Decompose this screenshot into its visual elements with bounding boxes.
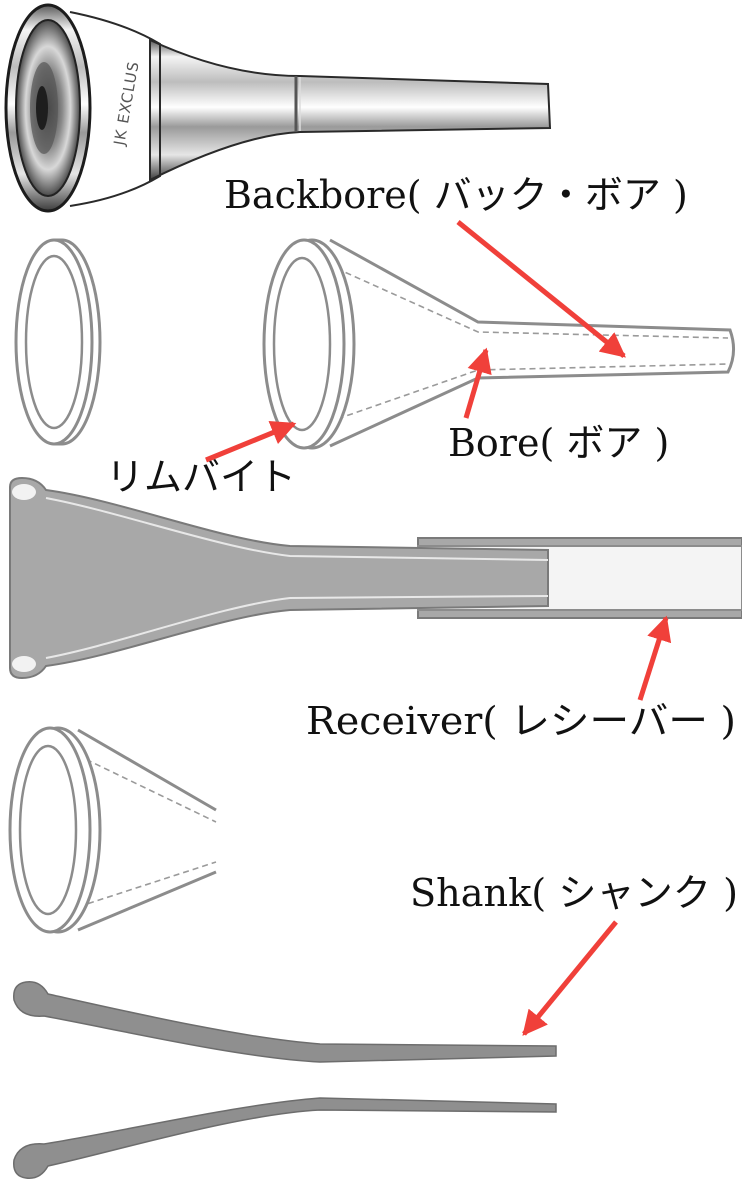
shank-lower-wall xyxy=(13,1097,557,1179)
backbore-label: Backbore( バック・ボア ) xyxy=(224,173,688,217)
rim-ring-diagram xyxy=(14,238,102,446)
bore-label: Bore( ボア ) xyxy=(448,421,669,465)
cup-and-backbore-diagram xyxy=(262,238,735,450)
receiver-label: Receiver( レシーバー ) xyxy=(306,699,736,743)
mouthpiece-photo: JK EXCLUS xyxy=(4,3,552,213)
rim-bite-arrow xyxy=(205,420,297,463)
engraving-text: JK EXCLUS xyxy=(110,60,143,148)
receiver-arrow xyxy=(637,615,672,701)
rim-bite-label: リムバイト xyxy=(106,455,296,499)
shank-cross-section-diagram xyxy=(13,981,557,1179)
shank-label: Shank( シャンク ) xyxy=(410,871,738,915)
annotation-arrows xyxy=(205,220,672,1036)
cup-only-diagram xyxy=(8,726,217,934)
backbore-arrow xyxy=(456,220,626,358)
shank-arrow xyxy=(522,920,618,1036)
shank-upper-wall xyxy=(13,981,557,1063)
cross-section-receiver-diagram xyxy=(9,476,742,680)
mouthpiece-stem xyxy=(149,38,552,182)
bore-arrow xyxy=(463,347,492,419)
mouthpiece-section xyxy=(9,476,549,680)
